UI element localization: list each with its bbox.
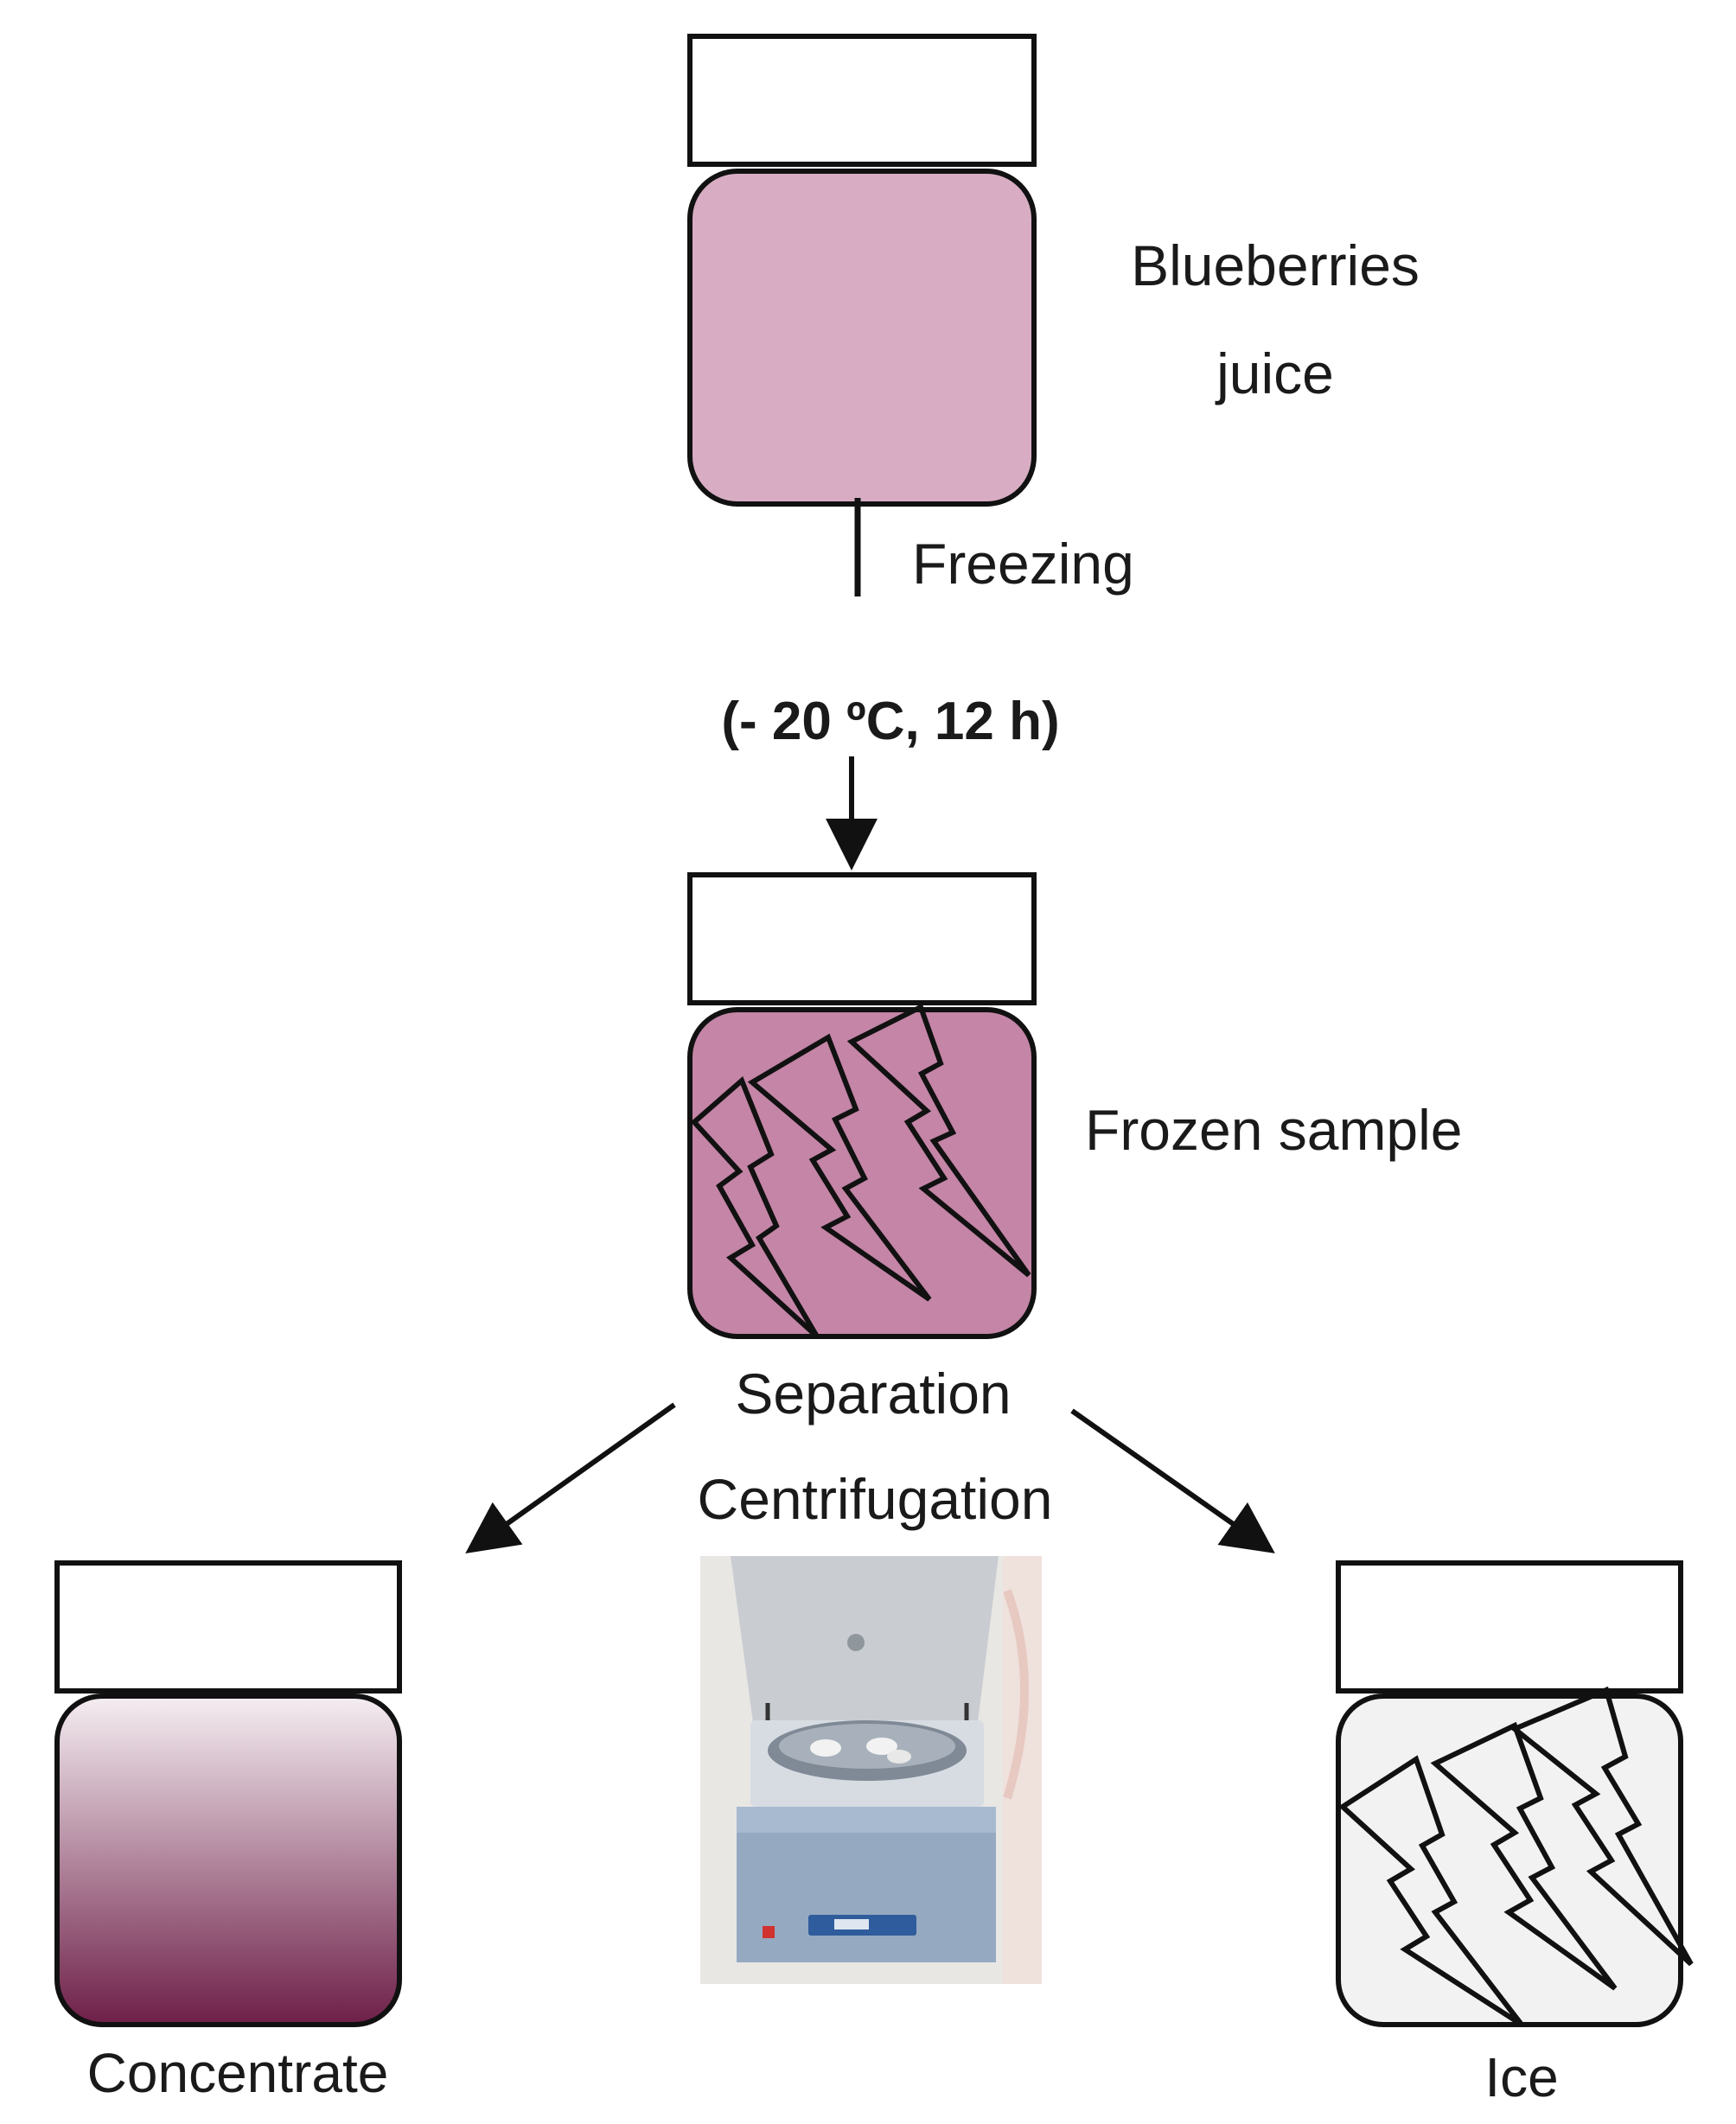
- label-juice-line1: Blueberries: [1131, 233, 1420, 297]
- jar-lid: [1336, 1560, 1683, 1693]
- label-conditions: (- 20 ºC, 12 h): [721, 692, 1059, 751]
- label-frozen-sample: Frozen sample: [1085, 1098, 1463, 1162]
- jar-blueberries-juice: [687, 34, 1037, 507]
- jar-body: [1336, 1693, 1683, 2027]
- label-centrifugation: Centrifugation: [698, 1467, 1053, 1531]
- centrifuge-photo: [700, 1556, 1042, 1984]
- jar-body: [687, 169, 1037, 507]
- jar-frozen-sample: [687, 872, 1037, 1339]
- jar-ice: [1336, 1560, 1694, 2027]
- label-freezing: Freezing: [912, 532, 1134, 596]
- arrow-to-concentrate: [465, 1402, 676, 1553]
- jar-lid: [54, 1560, 402, 1693]
- jar-lid: [687, 34, 1037, 167]
- arrow-to-ice: [1070, 1408, 1275, 1553]
- label-ice: Ice: [1484, 2046, 1558, 2108]
- ice-crystal-shapes: [1338, 1686, 1694, 2027]
- label-concentrate: Concentrate: [87, 2042, 389, 2104]
- label-separation: Separation: [735, 1362, 1011, 1426]
- jar-lid: [687, 872, 1037, 1005]
- label-juice-line2: juice: [1215, 341, 1334, 405]
- ice-crystal-shapes: [690, 1003, 1031, 1339]
- jar-concentrate: [54, 1560, 402, 2027]
- jar-body: [54, 1693, 402, 2027]
